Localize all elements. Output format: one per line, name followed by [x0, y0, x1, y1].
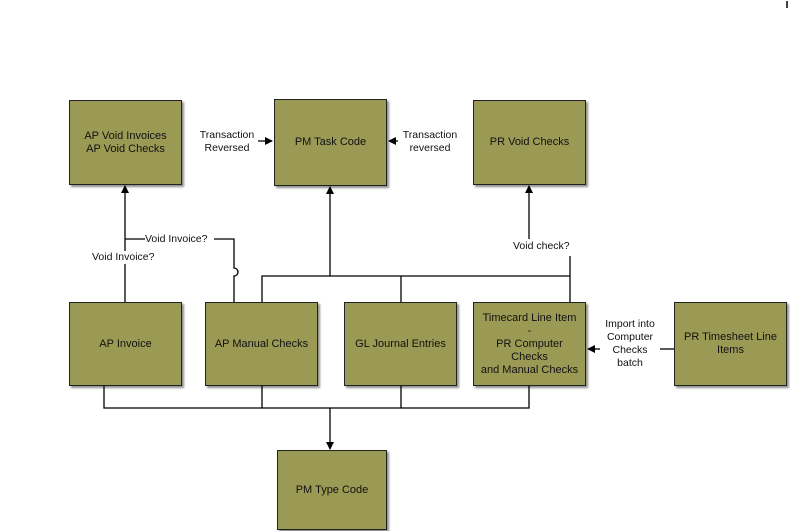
node-gl-journal: GL Journal Entries [344, 302, 457, 386]
node-pm-type-code: PM Type Code [277, 450, 387, 530]
node-pr-void: PR Void Checks [473, 100, 586, 185]
node-pr-timesheet: PR Timesheet Line Items [674, 302, 787, 386]
node-ap-void: AP Void Invoices AP Void Checks [69, 100, 182, 185]
edge-ap-manual-to-void [214, 238, 239, 302]
node-ap-invoice: AP Invoice [69, 302, 182, 386]
label-void-invoice-upper: Void Invoice? [145, 233, 208, 246]
node-ap-manual-checks: AP Manual Checks [205, 302, 318, 386]
label-void-invoice-lower: Void Invoice? [92, 251, 155, 264]
label-transaction-reversed-left: Transaction Reversed [196, 129, 258, 155]
node-pm-task-code: PM Task Code [274, 99, 387, 186]
node-timecard: Timecard Line Item - PR Computer Checks … [473, 302, 586, 386]
label-transaction-reversed-right: Transaction reversed [398, 129, 462, 155]
label-import-batch: Import into Computer Checks batch [600, 318, 660, 370]
label-void-check: Void check? [513, 240, 570, 253]
upper-bus [261, 275, 570, 302]
lower-bus [103, 386, 530, 409]
